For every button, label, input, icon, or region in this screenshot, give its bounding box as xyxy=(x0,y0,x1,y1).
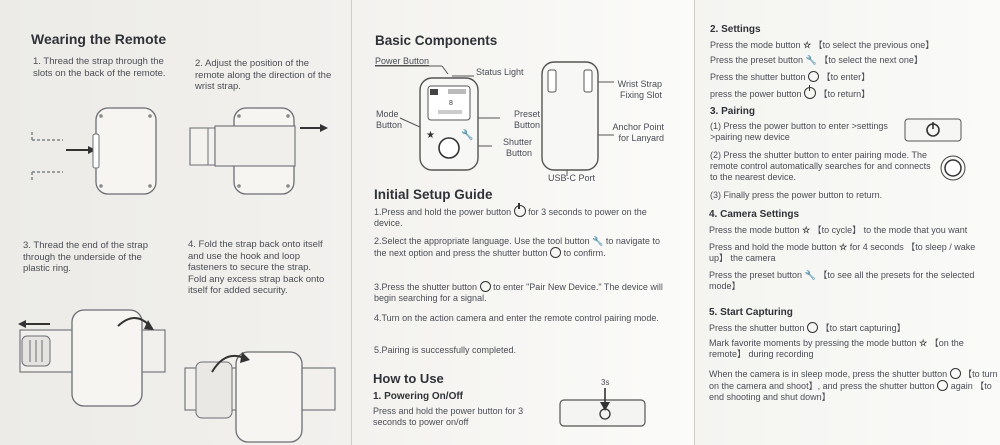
wearing-title: Wearing the Remote xyxy=(31,31,167,47)
preset-wrench-icon: 🔧 xyxy=(461,128,473,141)
setup-guide-title: Initial Setup Guide xyxy=(374,187,493,202)
wrench-icon: 🔧 xyxy=(804,270,816,280)
settings-row-shutter: Press the shutter button 【to enter】 xyxy=(710,71,871,82)
power-button-label: Power Button xyxy=(375,56,430,66)
settings-title: 2. Settings xyxy=(710,24,761,35)
screen-number: 8 xyxy=(449,100,453,107)
start-capturing-title: 5. Start Capturing xyxy=(709,307,793,318)
ring-icon xyxy=(937,380,949,391)
pairing-step-3: (3) Finally press the power button to re… xyxy=(710,190,883,200)
shutter-button-graphic xyxy=(438,137,460,159)
settings-row-power: press the power button 【to return】 xyxy=(710,85,871,99)
setup-step-1: 1.Press and hold the power button for 3 … xyxy=(374,203,647,228)
strap-adjust-illustration xyxy=(189,107,328,195)
ring-icon xyxy=(807,322,819,333)
status-light-label: Status Light xyxy=(476,67,524,77)
wearing-step-1: 1. Thread the strap through the slots on… xyxy=(33,56,166,79)
powering-text: Press and hold the power button for 3 se… xyxy=(373,406,524,427)
power-hold-illustration xyxy=(559,388,646,427)
wearing-panel: Wearing the Remote 1. Thread the strap t… xyxy=(0,0,352,445)
wearing-step-4: 4. Fold the strap back onto itself and u… xyxy=(188,239,325,296)
power-icon xyxy=(513,203,526,217)
wrench-icon: 🔧 xyxy=(805,55,817,65)
setup-step-4: 4.Turn on the action camera and enter th… xyxy=(374,313,659,323)
camera-row-preset: Press the preset button 🔧 【to see all th… xyxy=(709,270,975,291)
power-icon xyxy=(804,85,817,99)
setup-step-2: 2.Select the appropriate language. Use t… xyxy=(374,236,660,258)
powering-title: 1. Powering On/Off xyxy=(373,391,464,402)
basic-components-title: Basic Components xyxy=(375,33,498,48)
wearing-step-2: 2. Adjust the position of the remote alo… xyxy=(195,58,332,92)
remote-back-illustration xyxy=(541,61,614,176)
how-to-use-title: How to Use xyxy=(373,371,444,386)
pairing-title: 3. Pairing xyxy=(710,106,756,117)
star-icon: ☆ xyxy=(919,338,928,348)
wearing-step-3: 3. Thread the end of the strap through t… xyxy=(23,240,148,274)
remote-front-illustration: 8 ★ 🔧 xyxy=(375,65,500,171)
ring-icon xyxy=(808,71,820,82)
capture-row-mark: Mark favorite moments by pressing the mo… xyxy=(709,338,964,359)
setup-step-5: 5.Pairing is successfully completed. xyxy=(374,345,517,355)
ring-icon xyxy=(949,368,961,379)
pairing-step-1: (1) Press the power button to enter >set… xyxy=(710,121,888,142)
settings-panel: 2. Settings Press the mode button ☆ 【to … xyxy=(695,0,1000,445)
camera-settings-title: 4. Camera Settings xyxy=(709,209,800,220)
strap-ring-illustration xyxy=(18,309,166,407)
shutter-ring-icon xyxy=(550,247,562,258)
wrist-strap-label: Wrist Strap Fixing Slot xyxy=(617,79,662,100)
camera-row-cycle: Press the mode button ☆ 【to cycle】 to th… xyxy=(709,225,968,235)
hold-duration-label: 3s xyxy=(601,378,610,387)
usbc-port-label: USB-C Port xyxy=(548,173,596,183)
star-icon: ☆ xyxy=(803,40,812,50)
anchor-point-label: Anchor Point for Lanyard xyxy=(612,122,664,143)
camera-row-sleep: Press and hold the mode button ☆ for 4 s… xyxy=(709,242,976,263)
pairing-step-2: (2) Press the shutter button to enter pa… xyxy=(710,150,931,182)
mode-button-label: Mode Button xyxy=(376,109,403,130)
capture-row-sleep: When the camera is in sleep mode, press … xyxy=(709,368,998,402)
setup-step-3: 3.Press the shutter button to enter "Pai… xyxy=(374,281,663,303)
strap-thread-illustration xyxy=(31,107,157,195)
mode-star-icon: ★ xyxy=(426,130,435,141)
capture-row-shutter: Press the shutter button 【to start captu… xyxy=(709,322,906,333)
wrench-icon: 🔧 xyxy=(592,236,604,246)
star-icon: ☆ xyxy=(839,242,848,252)
preset-button-label: Preset Button xyxy=(513,109,540,130)
strap-fold-illustration xyxy=(184,351,336,443)
pairing-power-illustration xyxy=(904,118,966,181)
components-panel: Basic Components Power Button Status Lig… xyxy=(352,0,695,445)
shutter-button-label: Shutter Button xyxy=(502,137,532,158)
star-icon: ☆ xyxy=(802,225,811,235)
shutter-ring-icon xyxy=(479,281,491,292)
settings-row-mode: Press the mode button ☆ 【to select the p… xyxy=(710,40,935,50)
settings-row-preset: Press the preset button 🔧 【to select the… xyxy=(710,55,923,65)
